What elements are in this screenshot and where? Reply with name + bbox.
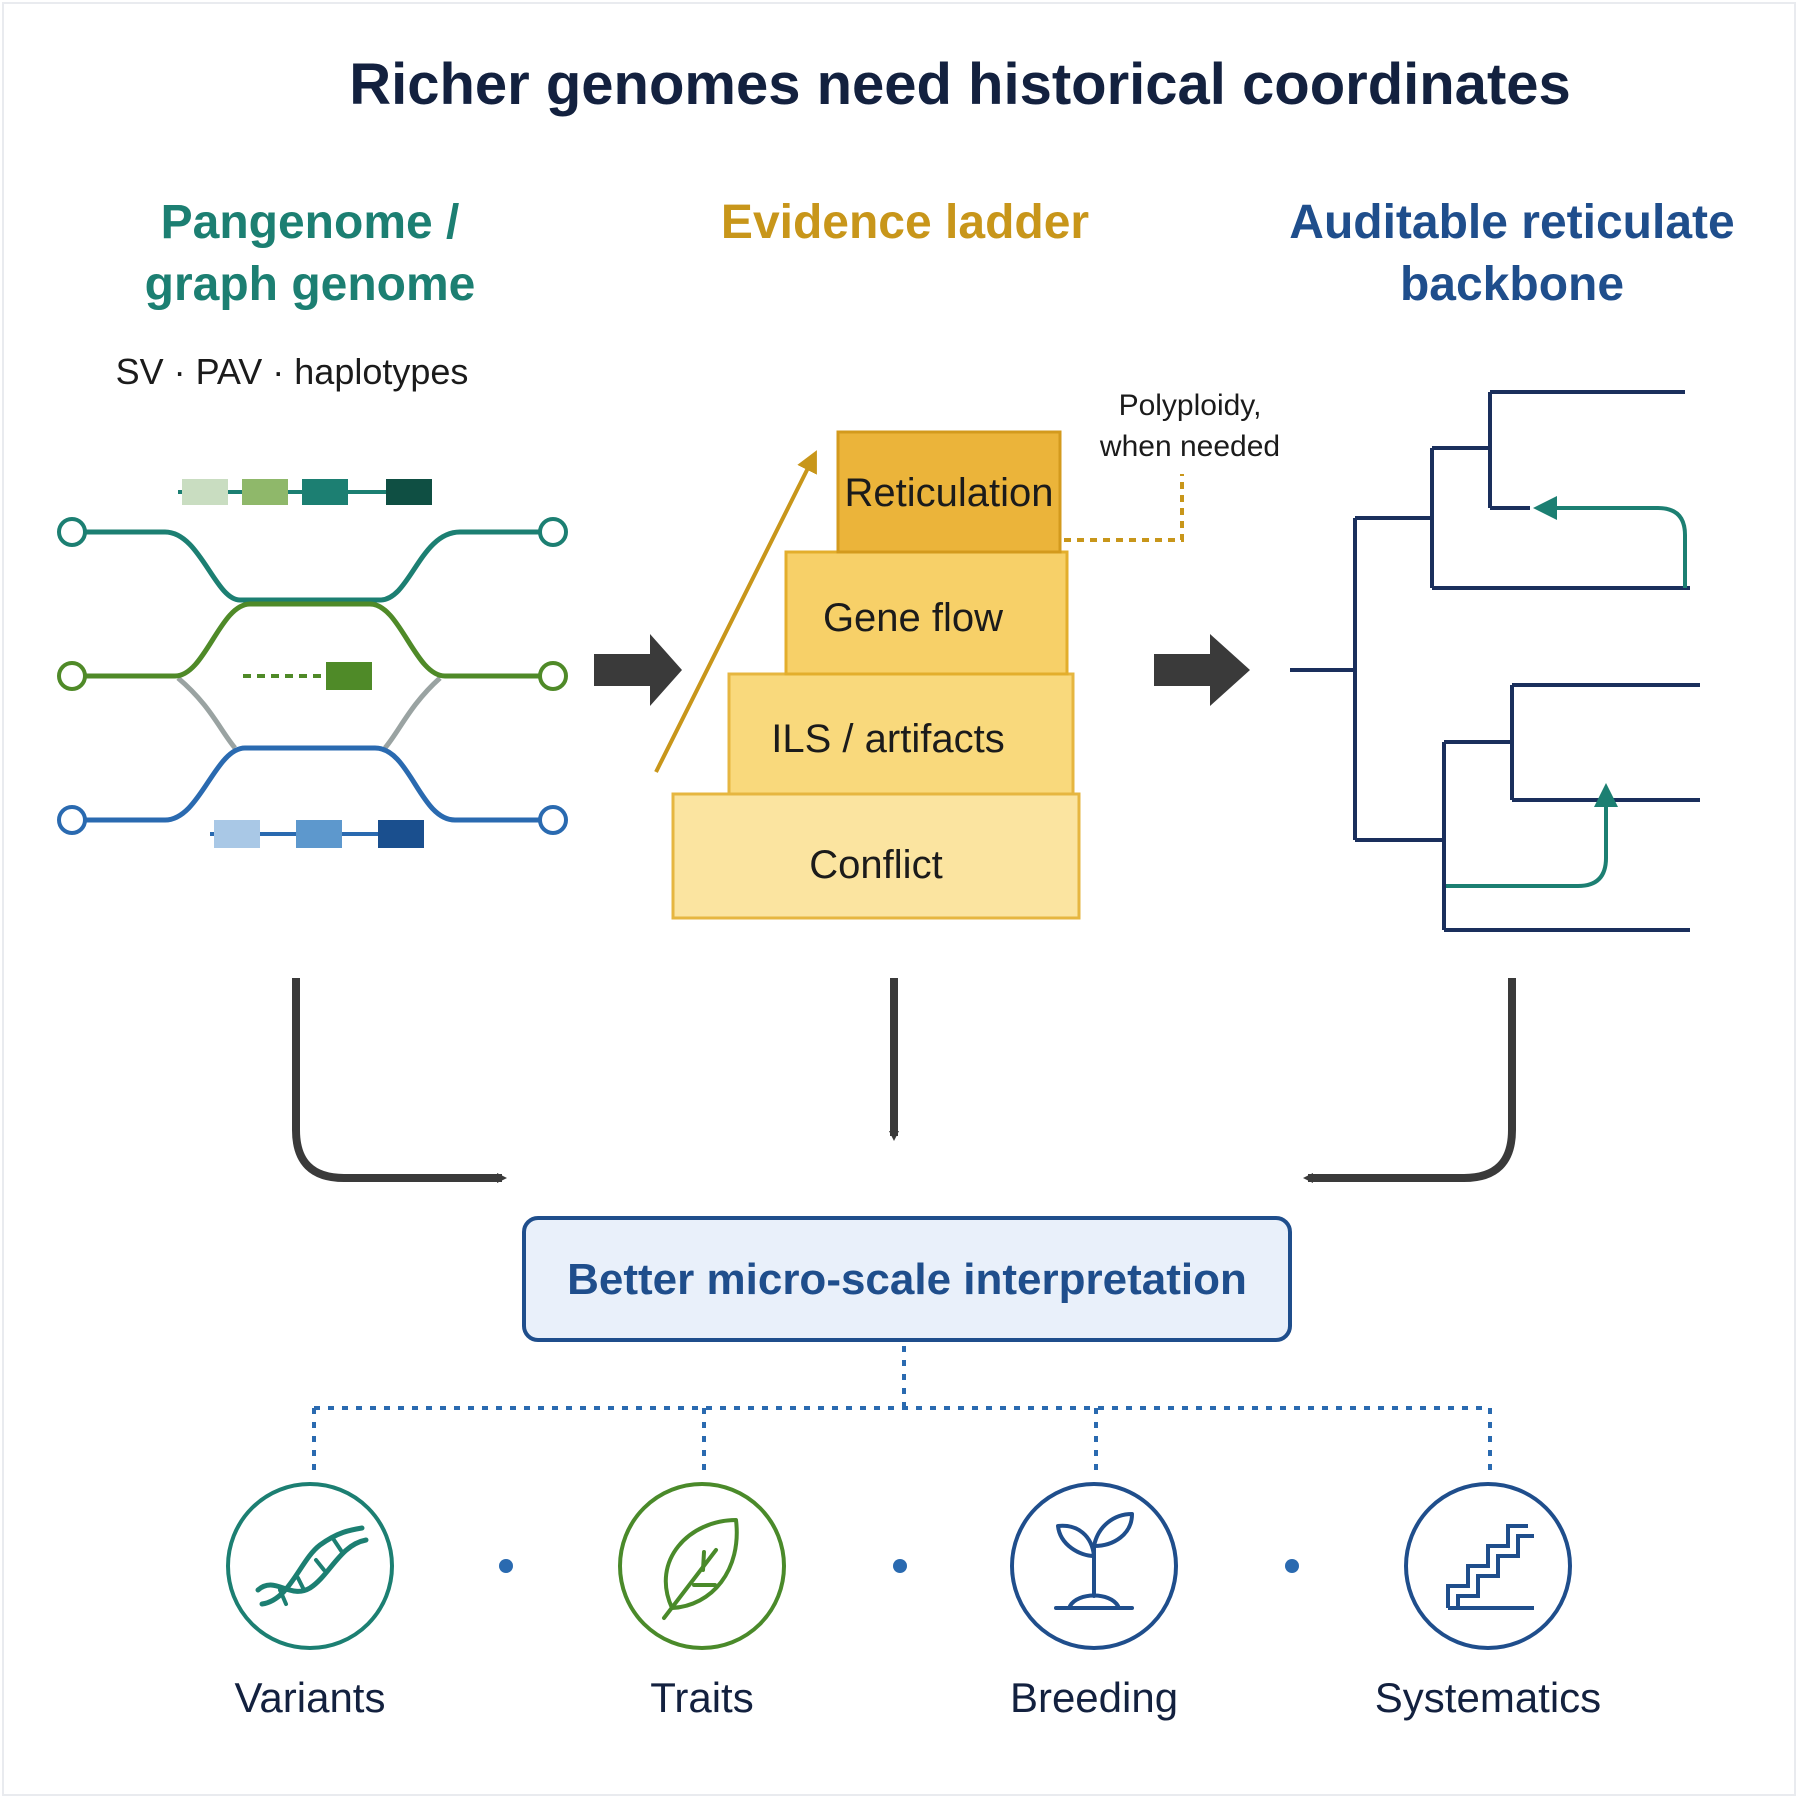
graph-genome-illustration [57, 479, 568, 848]
node-circle [538, 805, 568, 835]
node-circle [57, 661, 87, 691]
path-middle [72, 601, 553, 679]
stairs-icon [1446, 1524, 1534, 1610]
dna-icon [255, 1525, 369, 1607]
pangenome-heading-line1: Pangenome / [161, 196, 460, 249]
path-bottom [72, 745, 553, 823]
reticulation-edge-top [1533, 496, 1687, 588]
reticulation-edge-bottom [1446, 783, 1618, 888]
ladder-label: ILS / artifacts [771, 717, 1004, 761]
leaf-icon [662, 1518, 739, 1620]
backbone-heading-line1: Auditable reticulate [1289, 196, 1734, 249]
evidence-ladder: Reticulation Gene flow ILS / artifacts C… [654, 389, 1280, 920]
ladder-label: Reticulation [844, 471, 1053, 515]
outcome-label: Systematics [1375, 1674, 1601, 1721]
sprout-icon [1054, 1512, 1134, 1610]
outcome-traits: Traits [618, 1482, 786, 1721]
result-box [522, 1216, 1292, 1342]
backbone-heading-line2: backbone [1400, 258, 1624, 311]
reticulate-tree [1290, 390, 1700, 932]
ladder-step-reticulation [836, 430, 1062, 554]
outcome-systematics: Systematics [1375, 1482, 1601, 1721]
separator-dot [499, 1559, 513, 1573]
separator-dot [893, 1559, 907, 1573]
pangenome-heading-line2: graph genome [145, 258, 476, 311]
node-circle [538, 517, 568, 547]
outcome-label: Traits [650, 1674, 753, 1721]
haplotype-segments-top [178, 479, 432, 505]
node-circle [538, 661, 568, 691]
pangenome-subtitle: SV · PAV · haplotypes [116, 351, 469, 392]
haplotype-segments-bottom [210, 820, 424, 848]
result-label: Better micro-scale interpretation [567, 1255, 1247, 1304]
polyploidy-connector [1064, 474, 1184, 542]
ladder-label: Gene flow [823, 596, 1003, 640]
ladder-step-gene-flow [784, 550, 1069, 676]
ladder-arrow [654, 450, 817, 773]
pav-segment [326, 662, 372, 690]
arrow-right-icon [1154, 634, 1250, 706]
distribution-lines [312, 1346, 1492, 1472]
polyploidy-note-line1: Polyploidy, [1119, 389, 1262, 422]
convergence-arrows [292, 978, 1516, 1183]
node-circle [57, 517, 87, 547]
path-top [72, 529, 553, 603]
outcome-variants: Variants [226, 1482, 394, 1721]
ladder-step-conflict [671, 792, 1081, 920]
outcome-label: Breeding [1010, 1674, 1178, 1721]
outcome-label: Variants [235, 1674, 386, 1721]
outcome-breeding: Breeding [1010, 1482, 1178, 1721]
polyploidy-note-line2: when needed [1099, 430, 1280, 463]
ladder-label: Conflict [809, 843, 942, 887]
node-circle [57, 805, 87, 835]
separator-dot [1285, 1559, 1299, 1573]
ladder-heading: Evidence ladder [721, 196, 1089, 249]
figure-title: Richer genomes need historical coordinat… [349, 52, 1571, 117]
arrow-right-icon [594, 634, 682, 706]
